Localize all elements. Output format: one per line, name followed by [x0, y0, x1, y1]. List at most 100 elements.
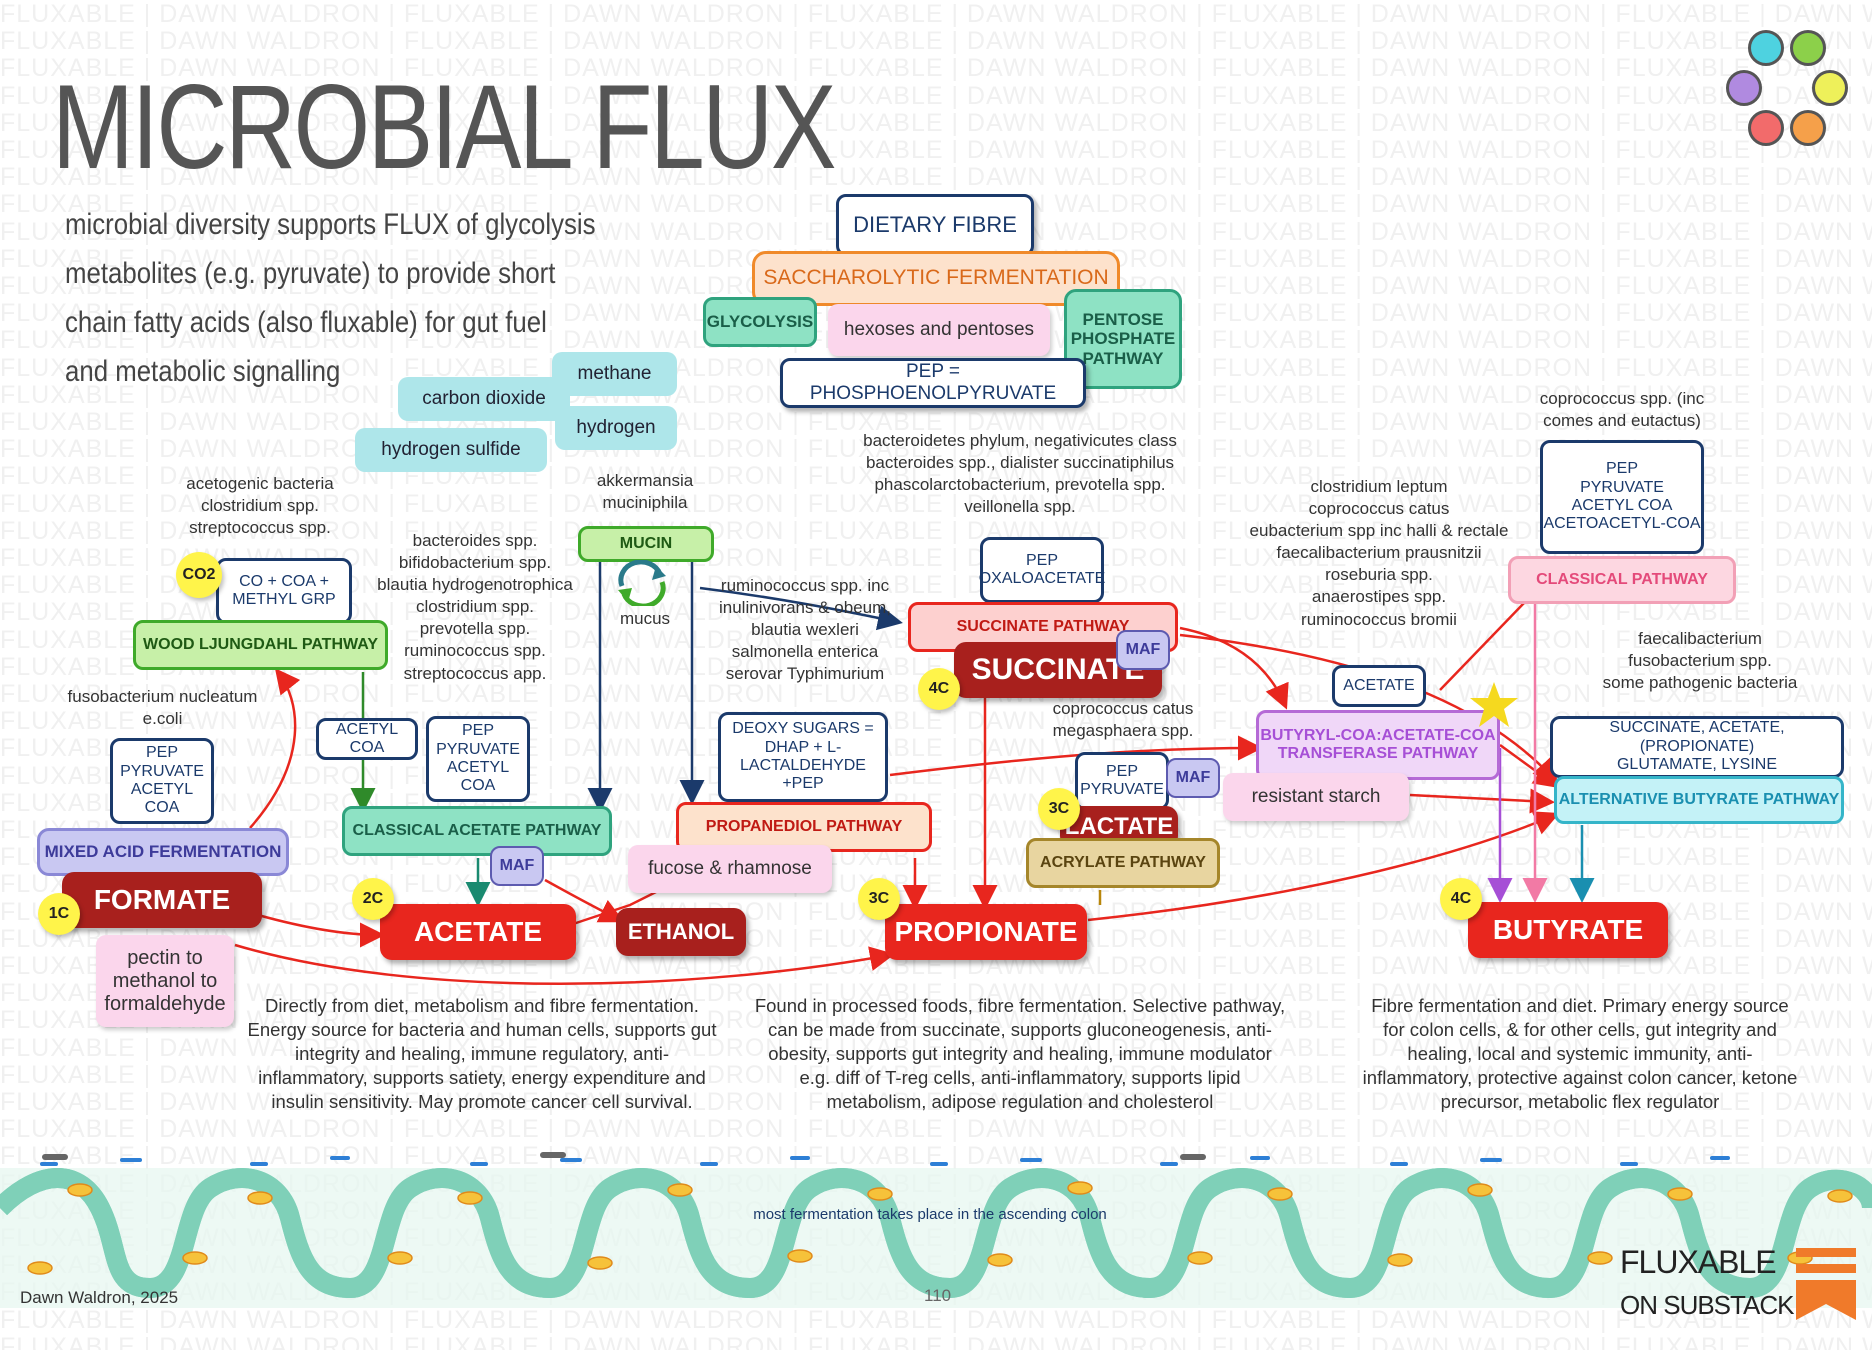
star-icon	[1470, 682, 1518, 727]
bacteria-name: serovar Typhimurium	[725, 664, 885, 684]
description-line: precursor, metabolic flex regulator	[1440, 1091, 1720, 1113]
bacteria-name: roseburia spp.	[1325, 565, 1433, 585]
bacteria-name: comes and eutactus)	[1543, 411, 1701, 431]
deoxy-sugars-box: DEOXY SUGARS = DHAP + L- LACTALDEHYDE +P…	[718, 712, 888, 802]
brand-name: FLUXABLE	[1620, 1244, 1777, 1280]
bacteria-name: bacteroides spp.	[412, 531, 538, 550]
metabolite: OXALOACETATE	[978, 570, 1106, 587]
succinate-badge: 4C	[918, 668, 960, 710]
alt-butyrate-substrates-box: SUCCINATE, ACETATE, (PROPIONATE) GLUTAMA…	[1550, 716, 1844, 778]
description-line: healing, local and systemic immunity, an…	[1407, 1043, 1753, 1065]
mucus-label: mucus	[619, 609, 671, 628]
page-title: MICROBIAL FLUX	[52, 60, 837, 194]
propanediol-bacteria: ruminococcus spp. inc inulinivorans & ob…	[700, 575, 910, 685]
description-line: inflammatory, protective against colon c…	[1362, 1067, 1798, 1089]
co2-badge: CO2	[176, 552, 222, 598]
bacteria-name: blautia hydrogenotrophica	[377, 575, 573, 595]
succinate-pep-box: PEP OXALOACETATE	[978, 537, 1106, 603]
acetate-badge: 2C	[352, 878, 394, 920]
acetyl-coa-box: ACETYL COA	[316, 718, 418, 760]
subtitle-line: metabolites (e.g. pyruvate) to provide s…	[65, 257, 556, 290]
recycle-icon	[618, 560, 666, 606]
pathway-line: TRANSFERASE PATHWAY	[1277, 745, 1479, 762]
description-line: metabolism, adipose regulation and chole…	[826, 1091, 1214, 1113]
succinate-product: SUCCINATE	[954, 642, 1162, 698]
bacteria-name: veillonella spp.	[964, 497, 1076, 517]
bacteria-name: bacteroidetes phylum, negativicutes clas…	[863, 431, 1177, 450]
fluxable-logo	[1718, 28, 1848, 158]
transferase-pathway-box: BUTYRYL-COA:ACETATE-COA TRANSFERASE PATH…	[1256, 710, 1500, 780]
logo-dot-purple	[1726, 70, 1762, 106]
saccharolytic-fermentation-box: SACCHAROLYTIC FERMENTATION	[752, 251, 1120, 306]
lactate-badge: 3C	[1038, 788, 1080, 830]
bacteria-name: coprococcus catus	[1052, 699, 1194, 718]
bacteria-name: inulinivorans & obeum,	[719, 598, 891, 618]
classical-acetate-pathway-box: CLASSICAL ACETATE PATHWAY	[342, 806, 612, 856]
butyrate-acetate-box: ACETATE	[1332, 665, 1426, 707]
logo-dot-orange	[1790, 110, 1826, 146]
bacteria-name: ruminococcus spp. inc	[720, 576, 890, 595]
butyrate-product: BUTYRATE	[1468, 902, 1668, 958]
methane-label: methane	[552, 352, 677, 396]
metabolite: DEOXY SUGARS =	[732, 720, 874, 738]
description-line: obesity, supports gut integrity and heal…	[768, 1043, 1272, 1065]
bacteria-name: fusobacterium nucleatum	[67, 687, 258, 706]
propionate-description: Found in processed foods, fibre fermenta…	[750, 994, 1290, 1114]
pathway-line: BUTYRYL-COA:ACETATE-COA	[1260, 726, 1496, 744]
bacteria-name: clostridium leptum	[1310, 477, 1448, 496]
propanediol-pathway-box: PROPANEDIOL PATHWAY	[676, 802, 932, 852]
hydrogen-label: hydrogen	[555, 406, 677, 450]
metabolite: ACETOACETYL-COA	[1543, 515, 1701, 533]
description-line: Energy source for bacteria and human cel…	[247, 1019, 717, 1041]
bacteria-name: megasphaera spp.	[1052, 721, 1194, 741]
bacteria-name: coprococcus catus	[1308, 499, 1450, 519]
lactate-pep-box: PEP PYRUVATE	[1075, 752, 1169, 810]
acrylate-pathway-box: ACRYLATE PATHWAY	[1026, 838, 1220, 888]
pentose-line: PATHWAY	[1082, 348, 1164, 368]
logo-dot-red	[1748, 110, 1784, 146]
metabolite: SUCCINATE, ACETATE, (PROPIONATE)	[1609, 719, 1785, 755]
bacteria-name: salmonella enterica	[731, 642, 879, 662]
akkermansia-bacteria: akkermansia muciniphila	[580, 470, 710, 514]
bacteria-name: faecalibacterium prausnitzii	[1276, 543, 1482, 563]
metabolite: METHYL GRP	[232, 591, 336, 608]
classical-pep-box: PEP PYRUVATE ACETYL COA ACETOACETYL-COA	[1540, 440, 1704, 554]
bacteria-name: anaerostipes spp.	[1311, 587, 1447, 607]
description-line: Found in processed foods, fibre fermenta…	[754, 995, 1286, 1016]
bacteria-name: streptococcus spp.	[189, 518, 331, 538]
bacteria-name: eubacterium spp inc halli & rectale	[1249, 521, 1509, 541]
brand-subtitle: ON SUBSTACK	[1620, 1290, 1794, 1320]
ethanol-product: ETHANOL	[616, 908, 746, 956]
acetate-product: ACETATE	[380, 904, 576, 960]
description-line: e.g. diff of T-reg cells, anti-inflammat…	[799, 1067, 1241, 1089]
metabolite: DHAP + L-	[764, 738, 842, 756]
bacteria-name: prevotella spp.	[419, 619, 531, 639]
pectin-box: pectin to methanol to formaldehyde	[96, 935, 234, 1027]
bacteria-name: e.coli	[142, 709, 183, 729]
butyrate-bacteria: clostridium leptum coprococcus catus eub…	[1236, 476, 1522, 631]
bacteria-name: bacteroides spp., dialister succinatiphi…	[865, 453, 1175, 473]
formate-pep-box: PEP PYRUVATE ACETYL COA	[110, 738, 214, 824]
bacteria-name: bifidobacterium spp.	[398, 553, 552, 573]
logo-dot-yellow	[1812, 70, 1848, 106]
propionate-product: PROPIONATE	[885, 904, 1087, 960]
description-line: for colon cells, & for other cells, gut …	[1383, 1019, 1777, 1041]
substack-icon[interactable]	[1796, 1248, 1856, 1320]
bacteria-name: akkermansia	[596, 471, 694, 490]
pectin-line: pectin to	[127, 946, 203, 969]
description-line: Fibre fermentation and diet. Primary ene…	[1371, 995, 1789, 1016]
pectin-line: methanol to	[112, 969, 218, 992]
logo-dot-cyan	[1748, 30, 1784, 66]
logo-dot-green	[1790, 30, 1826, 66]
author-credit: Dawn Waldron, 2025	[20, 1288, 179, 1307]
bacteria-name: fusobacterium spp.	[1628, 651, 1772, 671]
butyrate-description: Fibre fermentation and diet. Primary ene…	[1340, 994, 1820, 1114]
fucose-rhamnose-box: fucose & rhamnose	[628, 845, 832, 893]
hydrogen-sulfide-label: hydrogen sulfide	[355, 428, 547, 472]
carbon-dioxide-label: carbon dioxide	[398, 377, 570, 421]
formate-product: FORMATE	[62, 872, 262, 928]
description-line: insulin sensitivity. May promote cancer …	[271, 1091, 693, 1113]
metabolite: PYRUVATE	[120, 762, 204, 780]
description-line: Directly from diet, metabolism and fibre…	[265, 995, 699, 1016]
acetate-description: Directly from diet, metabolism and fibre…	[232, 994, 732, 1114]
